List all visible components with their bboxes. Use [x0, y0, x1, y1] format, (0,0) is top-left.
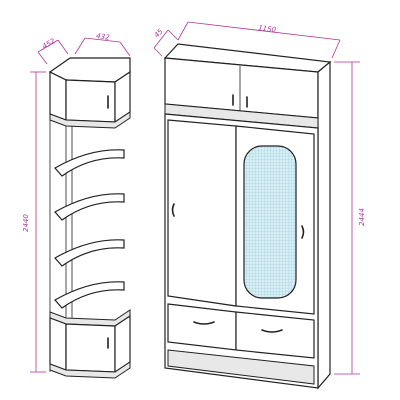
dim-corner-height: 2440	[22, 214, 30, 232]
wardrobe-plinth	[167, 349, 315, 385]
drawer-right	[235, 311, 315, 359]
corner-upper-band	[49, 111, 131, 129]
corner-lower-side	[49, 317, 67, 371]
dim-wardrobe-depth: 45	[153, 27, 165, 39]
sliding-door-left-handle	[171, 203, 175, 217]
dim-wardrobe-width: 1150	[258, 24, 277, 34]
dim-wardrobe-height: 2444	[358, 208, 366, 226]
glass-panel	[243, 145, 297, 299]
dim-corner-depth-a: 452	[41, 37, 57, 51]
corner-shelf-1	[54, 149, 125, 177]
corner-shelf-unit	[48, 57, 131, 379]
corner-shelf-4	[54, 281, 125, 309]
drawer-right-handle	[261, 329, 283, 333]
corner-shelf-3	[54, 239, 125, 267]
drawer-left-handle	[193, 321, 215, 325]
dim-corner-depth-b: 432	[96, 32, 111, 42]
drawer-left	[167, 303, 237, 351]
corner-shelf-2	[54, 193, 125, 221]
wardrobe	[163, 43, 332, 390]
wardrobe-side-panel	[317, 60, 331, 390]
sliding-door-right-handle	[301, 225, 305, 239]
sliding-door-left	[167, 119, 237, 307]
corner-upper-side	[49, 71, 67, 121]
corner-plinth	[49, 361, 131, 379]
